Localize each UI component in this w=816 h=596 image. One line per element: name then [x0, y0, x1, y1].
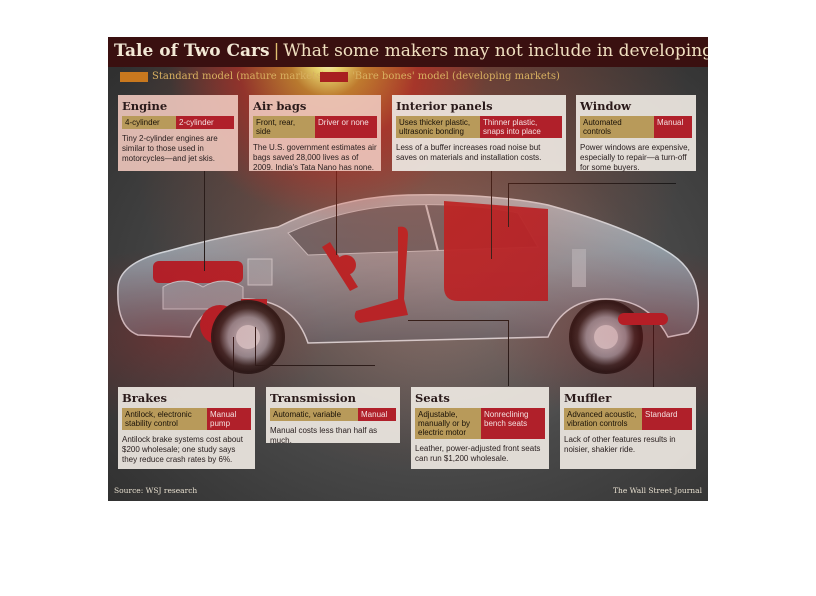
- card-muffler-options: Advanced acoustic, vibration controls St…: [564, 408, 692, 430]
- credit-note: The Wall Street Journal: [612, 486, 702, 495]
- leader-muffler: [653, 325, 654, 387]
- infographic: Tale of Two Cars|What some makers may no…: [108, 37, 708, 501]
- legend-standard-swatch: [120, 71, 148, 82]
- transmission-standard: Automatic, variable: [270, 408, 358, 421]
- legend-standard: Standard model (mature markets): [120, 71, 325, 83]
- window-bare: Manual: [654, 116, 692, 138]
- card-window-title: Window: [580, 99, 632, 113]
- legend-bare-swatch: [320, 71, 348, 82]
- card-window: Window Automated controls Manual Power w…: [576, 95, 696, 172]
- card-airbags: Air bags Front, rear, side Driver or non…: [249, 95, 381, 172]
- card-transmission: Transmission Automatic, variable Manual …: [266, 387, 400, 445]
- muffler-standard: Advanced acoustic, vibration controls: [564, 408, 642, 430]
- seats-standard: Adjustable, manually or by electric moto…: [415, 408, 481, 439]
- brakes-bare: Manual pump: [207, 408, 251, 430]
- engine-bare: 2-cylinder: [176, 116, 234, 129]
- muffler-desc: Lack of other features results in noisie…: [564, 435, 676, 454]
- leader-transmission: [255, 327, 256, 365]
- leader-window-h: [508, 183, 676, 184]
- airbags-standard: Front, rear, side: [253, 116, 315, 138]
- card-transmission-options: Automatic, variable Manual: [270, 408, 396, 421]
- legend-bare: 'Bare bones' model (developing markets): [320, 71, 560, 83]
- leader-transmission-h: [255, 365, 375, 366]
- engine-part: [153, 261, 243, 283]
- leader-seats-v: [508, 320, 509, 386]
- airbags-bare: Driver or none: [315, 116, 377, 138]
- transmission-desc: Manual costs less than half as much.: [270, 426, 378, 445]
- rear-seat: [444, 201, 548, 301]
- card-seats: Seats Adjustable, manually or by electri…: [411, 387, 549, 469]
- interior-desc: Less of a buffer increases road noise bu…: [396, 143, 542, 162]
- card-brakes-options: Antilock, electronic stability control M…: [122, 408, 251, 430]
- brakes-desc: Antilock brake systems cost about $200 w…: [122, 435, 243, 464]
- legend-standard-label: Standard model (mature markets): [152, 71, 326, 82]
- leader-window-v: [508, 183, 509, 227]
- title-bar: Tale of Two Cars|What some makers may no…: [108, 37, 708, 67]
- leader-brakes: [233, 337, 234, 387]
- muffler-part: [618, 313, 668, 325]
- muffler-bare: Standard: [642, 408, 692, 430]
- card-engine: Engine 4-cylinder 2-cylinder Tiny 2-cyli…: [118, 95, 238, 171]
- seats-desc: Leather, power-adjusted front seats can …: [415, 444, 541, 463]
- interior-bare: Thinner plastic, snaps into place: [480, 116, 562, 138]
- airbags-desc: The U.S. government estimates air bags s…: [253, 143, 377, 172]
- card-engine-title: Engine: [122, 99, 168, 113]
- card-muffler: Muffler Advanced acoustic, vibration con…: [560, 387, 696, 469]
- source-note: Source: WSJ research: [114, 486, 198, 495]
- interior-standard: Uses thicker plastic, ultrasonic bonding: [396, 116, 480, 138]
- brakes-standard: Antilock, electronic stability control: [122, 408, 207, 430]
- window-standard: Automated controls: [580, 116, 654, 138]
- title-separator: |: [273, 41, 280, 61]
- window-desc: Power windows are expensive, especially …: [580, 143, 690, 172]
- card-window-options: Automated controls Manual: [580, 116, 692, 138]
- card-seats-title: Seats: [415, 391, 450, 405]
- leader-engine: [204, 171, 205, 271]
- card-transmission-title: Transmission: [270, 391, 356, 405]
- card-interior-title: Interior panels: [396, 99, 493, 113]
- title-main: Tale of Two Cars: [114, 41, 270, 61]
- page-title: Tale of Two Cars|What some makers may no…: [114, 41, 708, 61]
- engine-desc: Tiny 2-cylinder engines are similar to t…: [122, 134, 218, 163]
- title-subtitle: What some makers may not include in deve…: [283, 41, 708, 61]
- card-engine-options: 4-cylinder 2-cylinder: [122, 116, 234, 129]
- engine-standard: 4-cylinder: [122, 116, 176, 129]
- card-airbags-options: Front, rear, side Driver or none: [253, 116, 377, 138]
- leader-airbags: [336, 171, 337, 255]
- seats-bare: Nonreclining bench seats: [481, 408, 545, 439]
- card-airbags-title: Air bags: [253, 99, 307, 113]
- card-muffler-title: Muffler: [564, 391, 612, 405]
- card-interior: Interior panels Uses thicker plastic, ul…: [392, 95, 566, 171]
- card-brakes: Brakes Antilock, electronic stability co…: [118, 387, 255, 469]
- legend-bare-label: 'Bare bones' model (developing markets): [352, 71, 560, 82]
- leader-interior: [491, 171, 492, 259]
- leader-seats: [408, 320, 508, 321]
- card-interior-options: Uses thicker plastic, ultrasonic bonding…: [396, 116, 562, 138]
- transmission-bare: Manual: [358, 408, 396, 421]
- card-seats-options: Adjustable, manually or by electric moto…: [415, 408, 545, 439]
- card-brakes-title: Brakes: [122, 391, 167, 405]
